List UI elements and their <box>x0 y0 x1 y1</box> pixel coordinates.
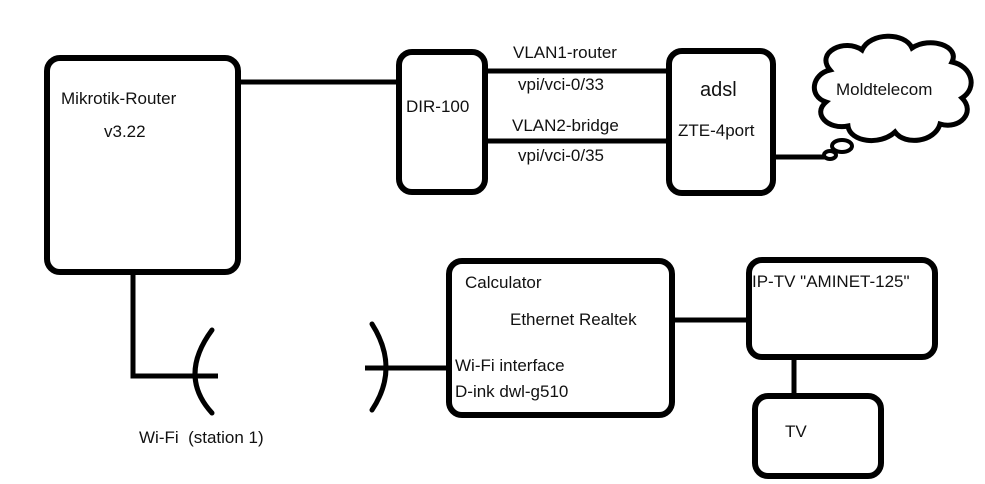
adsl-title: adsl <box>700 79 737 101</box>
cloud-bubble-small <box>822 149 838 161</box>
wifi-antenna-left-icon <box>192 327 215 416</box>
node-tv <box>752 393 884 479</box>
calculator-wifi-card: D-ink dwl-g510 <box>455 382 569 401</box>
cloud-icon <box>812 33 974 144</box>
cloud-bubble-large <box>830 138 854 154</box>
node-dir100 <box>396 49 488 195</box>
node-calculator <box>446 258 675 418</box>
vlan2-vpi-vci: vpi/vci-0/35 <box>518 146 604 165</box>
calculator-title: Calculator <box>465 273 542 292</box>
node-adsl-modem <box>666 48 776 196</box>
vlan1-vpi-vci: vpi/vci-0/33 <box>518 75 604 94</box>
mikrotik-title: Mikrotik-Router <box>61 89 177 108</box>
node-mikrotik-router <box>44 55 241 275</box>
calculator-wifi: Wi-Fi interface <box>455 356 565 375</box>
iptv-title: IP-TV "AMINET-125" <box>752 272 910 291</box>
adsl-model: ZTE-4port <box>678 121 755 140</box>
wifi-station-label: Wi-Fi (station 1) <box>139 428 264 447</box>
calculator-ethernet: Ethernet Realtek <box>510 310 637 329</box>
node-iptv <box>746 257 938 360</box>
mikrotik-version: v3.22 <box>104 122 146 141</box>
link-mikrotik-wifi <box>130 272 218 379</box>
vlan1-name: VLAN1-router <box>513 43 617 62</box>
tv-title: TV <box>785 422 807 441</box>
isp-title: Moldtelecom <box>836 80 933 99</box>
vlan2-name: VLAN2-bridge <box>512 116 619 135</box>
dir100-title: DIR-100 <box>406 97 470 116</box>
